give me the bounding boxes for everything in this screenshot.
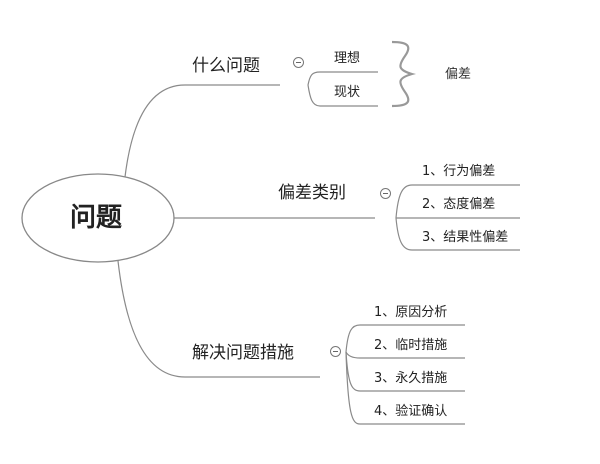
child-label-permanent-measures[interactable]: 3、永久措施	[374, 371, 448, 386]
root-node-label[interactable]: 问题	[70, 203, 123, 233]
collapse-toggle-branch-3[interactable]	[330, 346, 341, 357]
connector-branch3-child2	[345, 351, 465, 359]
child-label-behavior-deviation[interactable]: 1、行为偏差	[422, 164, 496, 179]
connector-branch3-child1	[345, 324, 465, 353]
child-label-temporary-measures[interactable]: 2、临时措施	[374, 338, 448, 353]
collapse-toggle-branch-2[interactable]	[380, 188, 391, 199]
connector-branch1-child1	[307, 71, 378, 86]
connector-branch3-child4	[345, 351, 465, 425]
connector-branch2-child1	[395, 184, 520, 219]
connector-root-branch-3	[117, 260, 320, 378]
connector-branch2-child3	[395, 217, 520, 251]
curly-brace	[391, 40, 417, 108]
branch-label-deviation-type[interactable]: 偏差类别	[278, 183, 346, 203]
branch-label-solution-measures[interactable]: 解决问题措施	[192, 343, 294, 363]
child-label-attitude-deviation[interactable]: 2、态度偏差	[422, 197, 496, 212]
child-label-verification[interactable]: 4、验证确认	[374, 404, 448, 419]
branch-label-what-problem[interactable]: 什么问题	[192, 56, 260, 76]
brace-note-deviation[interactable]: 偏差	[445, 67, 472, 82]
connector-root-branch-1	[124, 84, 280, 178]
child-label-cause-analysis[interactable]: 1、原因分析	[374, 305, 448, 320]
child-label-current[interactable]: 现状	[334, 85, 361, 100]
connector-branch1-child2	[307, 84, 378, 107]
collapse-toggle-branch-1[interactable]	[293, 57, 304, 68]
child-label-result-deviation[interactable]: 3、结果性偏差	[422, 230, 509, 245]
child-label-ideal[interactable]: 理想	[334, 51, 361, 66]
